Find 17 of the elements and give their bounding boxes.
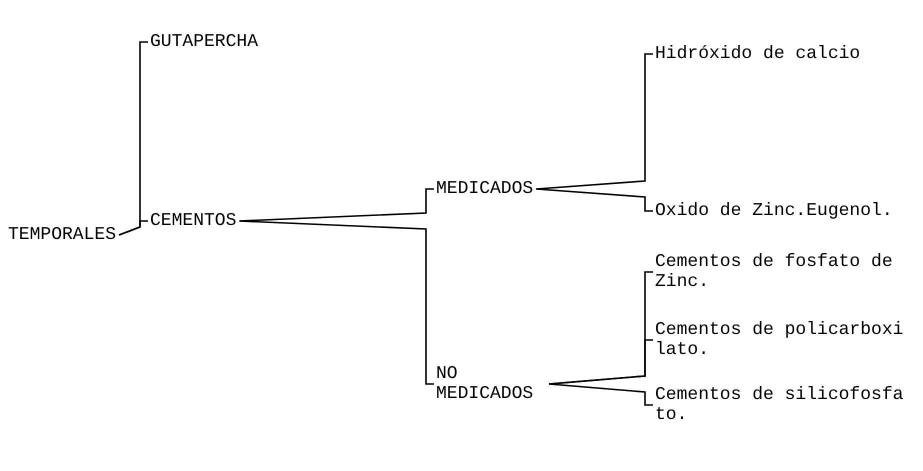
category-label: Cementos de fosfato de Zinc. — [655, 252, 905, 292]
bracket-line — [548, 339, 653, 385]
bracket-line — [536, 188, 653, 212]
bracket-line — [536, 53, 653, 190]
category-label: TEMPORALES — [8, 225, 116, 245]
bracket-line — [239, 220, 434, 385]
category-label: CEMENTOS — [150, 211, 236, 231]
category-label: Oxido de Zinc.Eugenol. — [655, 201, 893, 221]
bracket-line — [548, 383, 653, 406]
category-label: Cementos de policarboxi lato. — [655, 320, 905, 360]
category-label: MEDICADOS — [436, 179, 534, 199]
bracket-line — [118, 220, 148, 236]
bracket-line — [239, 188, 434, 222]
category-label: Hidróxido de calcio — [655, 44, 860, 64]
category-label: GUTAPERCHA — [150, 32, 258, 52]
category-label: NO MEDICADOS — [436, 364, 546, 404]
category-label: Cementos de silicofosfa to. — [655, 385, 905, 425]
